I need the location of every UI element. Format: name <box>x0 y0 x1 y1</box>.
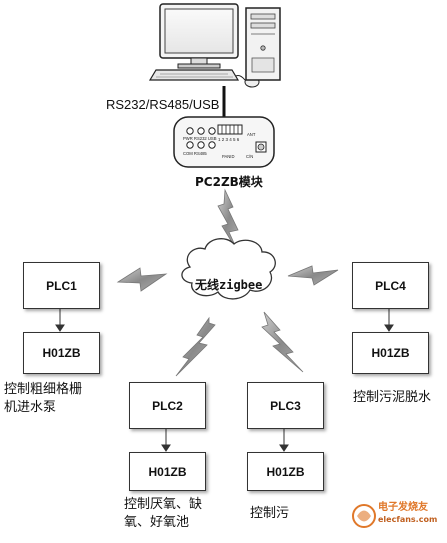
plc2-box: PLC2 <box>129 382 206 429</box>
plc2-description: 控制厌氧、缺 氧、好氧池 <box>124 496 202 532</box>
zigbee-cloud <box>181 238 276 300</box>
arrow-plc3-zb-head <box>279 444 289 452</box>
plc3-box: PLC3 <box>247 382 324 429</box>
arrow-plc4-zb-head <box>384 324 394 332</box>
watermark-line1: 电子发烧友 <box>378 502 428 513</box>
plc2-label: PLC2 <box>152 398 183 413</box>
device-ch-text: C/N <box>246 154 253 159</box>
plc1-zb-label: H01ZB <box>42 346 81 360</box>
plc1-desc-line2: 机进水泵 <box>4 400 57 415</box>
plc3-description: 控制污 <box>250 505 289 523</box>
device-switch-numbers: 1 2 3 4 5 6 <box>218 137 240 142</box>
pc-icon <box>148 3 281 88</box>
plc2-desc-line2: 氧、好氧池 <box>124 515 190 530</box>
plc4-label: PLC4 <box>375 278 406 293</box>
plc2-zb-label: H01ZB <box>148 464 187 479</box>
plc4-desc-line1: 控制污泥脱水 <box>353 390 432 405</box>
plc2-desc-line1: 控制厌氧、缺 <box>124 497 203 512</box>
plc3-zb-label: H01ZB <box>266 464 305 479</box>
device-row2-text: COM RS485 <box>183 151 207 156</box>
bolt-plc4-cloud <box>287 265 339 286</box>
plc3-zb-box: H01ZB <box>247 452 324 491</box>
device-pan-text: PANID <box>222 154 235 159</box>
plc4-box: PLC4 <box>352 262 429 309</box>
plc1-label: PLC1 <box>46 278 77 293</box>
interface-label: RS232/RS485/USB <box>106 97 220 112</box>
device-row1-text: PWR RS232 USB <box>183 136 217 141</box>
cloud-label: 无线zigbee <box>195 278 263 292</box>
arrow-plc2-zb-head <box>161 444 171 452</box>
bolt-plc1-cloud <box>116 267 168 292</box>
bolt-plc2-cloud <box>175 316 216 377</box>
plc4-zb-box: H01ZB <box>352 332 429 374</box>
module-title: PC2ZB模块 <box>195 175 263 189</box>
pc2zb-device: PWR RS232 USB COM RS485 1 2 3 4 5 6 ANT … <box>173 116 275 168</box>
arrow-plc1-zb-head <box>55 324 65 332</box>
plc4-zb-label: H01ZB <box>371 346 410 360</box>
watermark-line2: elecfans.com <box>378 515 438 524</box>
plc1-desc-line1: 控制粗细格栅 <box>4 382 83 397</box>
plc1-description: 控制粗细格栅 机进水泵 <box>4 381 82 417</box>
watermark-text: 电子发烧友 elecfans.com <box>378 502 437 526</box>
plc3-desc-line1: 控制污 <box>250 506 290 521</box>
plc1-box: PLC1 <box>23 262 100 309</box>
plc4-description: 控制污泥脱水 <box>353 389 431 407</box>
device-ant-text: ANT <box>247 132 256 137</box>
bolt-plc3-cloud <box>261 311 304 373</box>
plc2-zb-box: H01ZB <box>129 452 206 491</box>
watermark-logo-icon <box>352 504 376 528</box>
plc3-label: PLC3 <box>270 398 301 413</box>
plc1-zb-box: H01ZB <box>23 332 100 374</box>
